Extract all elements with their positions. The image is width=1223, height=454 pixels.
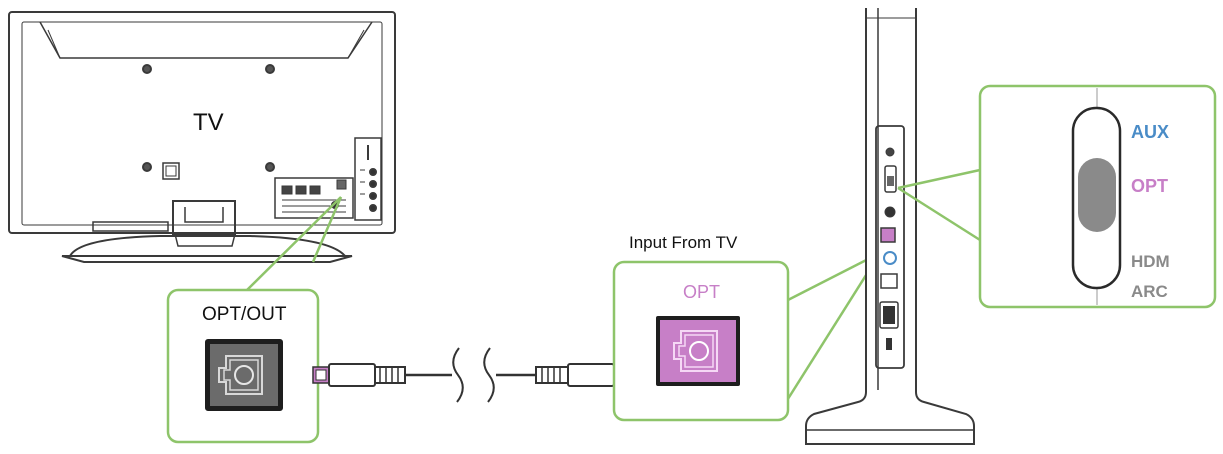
input-callout (612, 251, 882, 422)
switch-arc-label: ARC (1131, 282, 1168, 301)
input-switch-icon (1071, 88, 1122, 305)
soundbar-side-panel-icon (805, 8, 975, 445)
opt-out-label: OPT/OUT (202, 304, 287, 325)
tv-label: TV (193, 109, 224, 136)
optical-input-port-icon (656, 316, 740, 386)
tv-back-panel-icon (8, 11, 396, 263)
input-from-tv-label: Input From TV (629, 233, 738, 252)
switch-opt-label: OPT (1131, 176, 1169, 196)
switch-callout (897, 84, 1217, 309)
optical-cable-icon (312, 347, 631, 403)
switch-aux-label: AUX (1131, 122, 1170, 142)
switch-hdm-label: HDM (1131, 252, 1170, 271)
opt-input-label: OPT (683, 282, 721, 302)
optical-port-icon (205, 339, 283, 411)
